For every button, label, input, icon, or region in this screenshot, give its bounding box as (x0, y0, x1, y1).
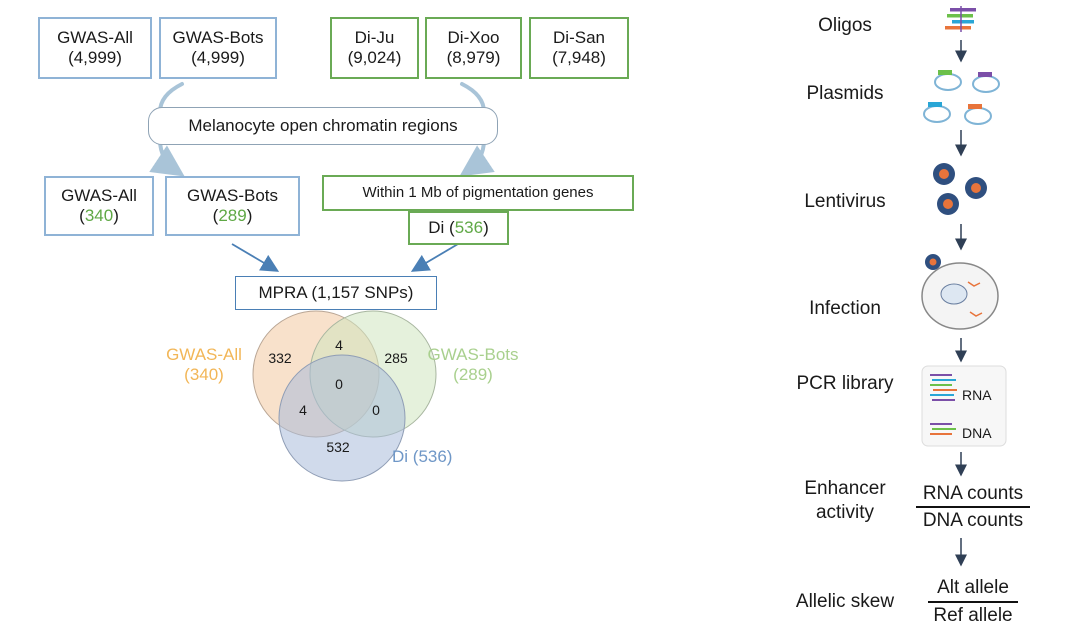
step-label-infection: Infection (809, 298, 881, 319)
plasmids-icon (923, 70, 1000, 125)
pcr-rna-label: RNA (962, 387, 992, 403)
melanocyte-box: Melanocyte open chromatin regions (148, 107, 498, 145)
di-box: Di (536) (408, 211, 509, 245)
pcr-dna-label: DNA (962, 425, 992, 441)
top-box-di-ju: Di-Ju (9,024) (330, 17, 419, 79)
top-box-di-san: Di-San (7,948) (529, 17, 629, 79)
venn-region-bots-di: 0 (372, 402, 380, 418)
venn-region-di-only: 532 (326, 439, 350, 455)
step-label-plasmids: Plasmids (806, 83, 884, 104)
oligos-icon (945, 6, 976, 32)
step-label-pcr-library: PCR library (796, 373, 894, 394)
pcr-library-icon (921, 365, 1007, 447)
venn-region-gwas-all-di: 4 (299, 402, 307, 418)
infection-icon (921, 254, 999, 330)
venn-region-gwas-all-only: 332 (268, 350, 292, 366)
enhancer-numerator: RNA counts (922, 483, 1024, 504)
step-label-lentivirus: Lentivirus (804, 191, 886, 212)
top-box-gwas-all: GWAS-All (4,999) (38, 17, 152, 79)
step-label-oligos: Oligos (818, 15, 872, 36)
mpra-box: MPRA (1,157 SNPs) (235, 276, 437, 310)
venn-label-gwas-bots: GWAS-Bots (289) (427, 345, 519, 384)
lentivirus-icon (933, 163, 987, 215)
venn-label-gwas-all: GWAS-All (340) (166, 345, 242, 384)
venn-label-di: Di (536) (392, 447, 453, 466)
top-box-gwas-bots: GWAS-Bots (4,999) (159, 17, 277, 79)
venn-circle-di (278, 354, 406, 482)
mid-box-gwas-bots: GWAS-Bots (289) (165, 176, 300, 236)
skew-numerator: Alt allele (937, 577, 1009, 598)
skew-denominator: Ref allele (933, 605, 1013, 626)
mid-box-gwas-all: GWAS-All (340) (44, 176, 154, 236)
venn-region-all-three: 0 (335, 376, 343, 392)
top-box-di-xoo: Di-Xoo (8,979) (425, 17, 522, 79)
enhancer-denominator: DNA counts (922, 510, 1024, 531)
arrow-gwas-to-mpra (231, 243, 280, 272)
arrow-di-to-mpra (410, 243, 459, 272)
step-label-allelic-skew: Allelic skew (795, 591, 895, 612)
pigmentation-box: Within 1 Mb of pigmentation genes (322, 175, 634, 211)
venn-region-gwas-all-bots: 4 (335, 337, 343, 353)
venn-region-gwas-bots-only: 285 (384, 350, 408, 366)
step-label-enhancer-activity: Enhancer activity (804, 478, 886, 523)
